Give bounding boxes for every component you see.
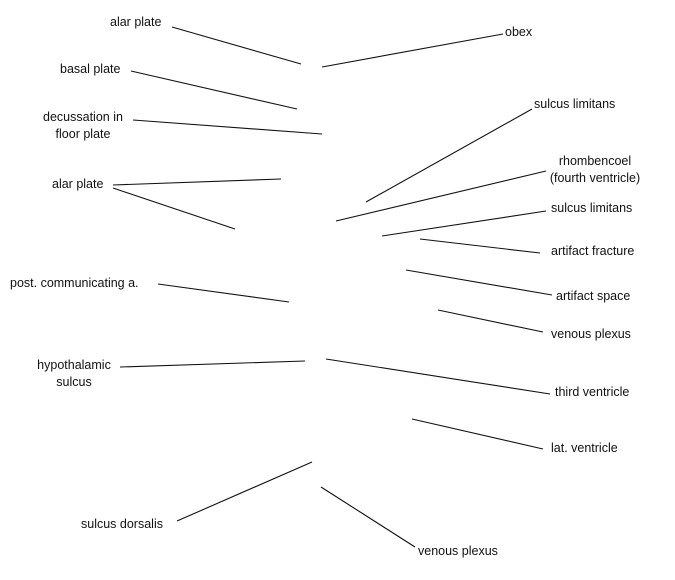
label-rhombencoel: rhombencoel (fourth ventricle) <box>538 153 652 187</box>
leader-venous-plexus-bottom <box>320 486 416 548</box>
leader-basal-plate <box>130 70 298 110</box>
label-lat-ventricle: lat. ventricle <box>551 441 618 455</box>
label-hypothalamic-sulcus: hypothalamic sulcus <box>26 357 122 391</box>
label-hypothalamic-line2: sulcus <box>56 375 92 389</box>
label-sulcus-limitans-top: sulcus limitans <box>534 97 616 111</box>
leader-venous-plexus-mid <box>437 309 544 333</box>
leader-sulcus-limitans-top <box>365 108 533 203</box>
leader-rhombencoel <box>335 170 547 222</box>
label-alar-plate-top: alar plate <box>110 15 162 29</box>
label-artifact-space: artifact space <box>556 289 631 303</box>
label-hypothalamic-line1: hypothalamic <box>37 358 111 372</box>
label-third-ventricle: third ventricle <box>555 385 630 399</box>
label-sulcus-dorsalis: sulcus dorsalis <box>81 517 163 531</box>
label-decussation: decussation in floor plate <box>37 109 129 143</box>
leader-hypothalamic-sulcus <box>119 360 306 368</box>
label-obex: obex <box>505 25 533 39</box>
label-alar-plate-mid: alar plate <box>52 177 104 191</box>
leader-alar-plate-top <box>171 26 302 65</box>
label-basal-plate: basal plate <box>60 62 121 76</box>
leader-alar-plate-mid-b <box>112 187 236 230</box>
leader-third-ventricle <box>325 358 551 395</box>
leader-sulcus-dorsalis <box>176 461 313 522</box>
leader-lat-ventricle <box>411 418 544 450</box>
leader-artifact-space <box>405 269 553 296</box>
leader-sulcus-limitans-mid <box>381 210 547 237</box>
label-venous-plexus-mid: venous plexus <box>551 327 631 341</box>
label-venous-plexus-bottom: venous plexus <box>418 544 498 558</box>
label-sulcus-limitans-mid: sulcus limitans <box>551 201 633 215</box>
leader-post-communicating <box>157 283 290 303</box>
leader-obex <box>321 33 504 68</box>
label-post-communicating: post. communicating a. <box>10 276 139 290</box>
label-artifact-fracture: artifact fracture <box>551 244 635 258</box>
label-decussation-line1: decussation in <box>43 110 123 124</box>
leader-alar-plate-mid-a <box>112 178 282 186</box>
label-decussation-line2: floor plate <box>55 127 111 141</box>
leader-artifact-fracture <box>419 238 541 254</box>
leader-decussation <box>132 119 323 135</box>
label-rhombencoel-line1: rhombencoel <box>558 154 632 168</box>
label-rhombencoel-line2: (fourth ventricle) <box>549 171 641 185</box>
